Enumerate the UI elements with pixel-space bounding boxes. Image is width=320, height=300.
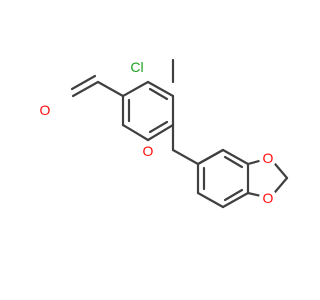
- bond: [96, 80, 125, 98]
- bond: [221, 148, 250, 166]
- dioxole-oxygen-top-label: O: [259, 149, 277, 167]
- double-bond-inner: [148, 120, 169, 134]
- benzodioxole-ring: [196, 148, 289, 209]
- molecule-structure-diagram: O Cl O O O: [36, 58, 289, 209]
- dioxole-oxygen-top-text: O: [263, 150, 274, 166]
- bond: [121, 80, 150, 98]
- double-bond-inner: [70, 74, 97, 91]
- bond: [196, 148, 225, 166]
- double-bond-inner: [223, 155, 244, 169]
- chlorobenzaldehyde-ring: [121, 80, 175, 142]
- aldehyde-group: [70, 74, 125, 98]
- bond: [221, 191, 250, 209]
- double-bond-inner: [148, 87, 169, 101]
- double-bond-inner: [223, 188, 244, 202]
- bond: [71, 80, 100, 98]
- bond: [121, 123, 150, 142]
- ether-linkage: [171, 123, 225, 166]
- ether-oxygen-label: O: [139, 142, 157, 160]
- bond: [146, 123, 175, 142]
- dioxole-oxygen-bottom-text: O: [263, 190, 274, 206]
- chlorine-label: Cl: [126, 58, 148, 76]
- bond: [196, 191, 225, 209]
- ether-oxygen-text: O: [143, 143, 154, 159]
- bond: [171, 148, 200, 166]
- aldehyde-oxygen-label: O: [36, 101, 54, 119]
- dioxole-oxygen-bottom-label: O: [259, 189, 277, 207]
- chlorine-text: Cl: [130, 59, 143, 75]
- bond: [146, 80, 175, 98]
- aldehyde-oxygen-text: O: [40, 102, 51, 118]
